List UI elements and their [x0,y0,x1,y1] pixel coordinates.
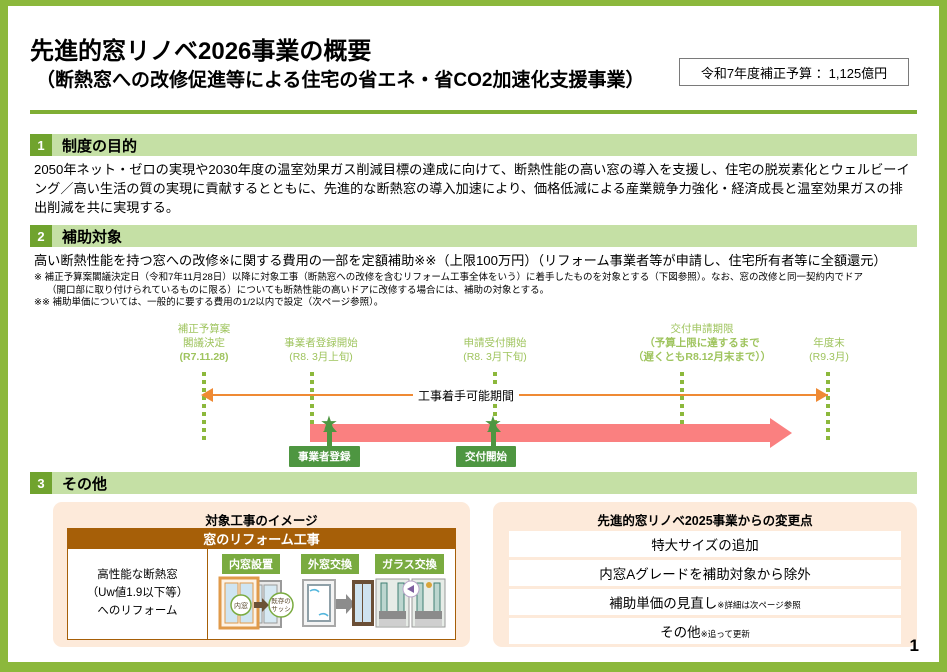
budget-text: 令和7年度補正予算 ：1,125億円 [700,65,888,81]
timeline-milestone-1-line1: (R8. 3月上旬) [289,351,353,364]
section-title-3: その他 [52,472,917,494]
timeline-milestone-4-line0: 年度末 [813,337,845,349]
section-number-2: 2 [30,225,52,247]
construction-period-line [213,394,828,396]
panel-target-works: 対象工事のイメージ 窓のリフォーム工事 高性能な断熱窓 （Uw値1.9以下等） … [53,502,470,647]
title-main: 先進的窓リノベ2026事業の概要 [30,38,372,65]
panel-left-cell-line1: （Uw値1.9以下等） [86,587,189,600]
list-item: その他 ※追って更新 [509,618,901,644]
page-number: 1 [909,636,919,655]
section-title-2: 補助対象 [52,225,917,247]
timeline-milestone-2: 申請受付開始 (R8. 3月下旬) [435,336,555,364]
list-item: 内窓Aグレードを補助対象から除外 [509,560,901,586]
change-row-0-main: 特大サイズの追加 [651,538,759,553]
section-2-note-1-line2: （開口部に取り付けられているものに限る）についても断熱性能の高いドアに改修する場… [47,284,550,296]
section-2-note-1-line1: ※ 補正予算案閣議決定日（令和7年11月28日）以降に対象工事（断熱窓への改修を… [34,272,863,283]
panel-table-header: 窓のリフォーム工事 [67,528,456,548]
changes-list: 特大サイズの追加 内窓Aグレードを補助対象から除外 補助単価の見直し ※詳細は次… [509,531,901,647]
title-divider [30,110,917,114]
construction-period-arrow-left [201,388,213,402]
tag-stem-0 [327,432,332,446]
timeline-milestone-3-line2: （遅くともR8.12月末まで）） [632,351,772,364]
list-item: 補助単価の見直し ※詳細は次ページ参照 [509,589,901,615]
list-item: 特大サイズの追加 [509,531,901,557]
section-header-3: 3 その他 [30,472,917,494]
tag-tip-1 [487,424,501,432]
section-title-1: 制度の目的 [52,134,917,156]
timeline-guide-3 [680,372,684,444]
timeline-milestone-3: 交付申請期限 （予算上限に達するまで （遅くともR8.12月末まで）） [612,322,792,365]
tag-stem-1 [491,432,496,446]
panel-table-body: 高性能な断熱窓 （Uw値1.9以下等） へのリフォーム 内窓設置 外窓交換 ガラ… [67,548,456,640]
timeline-milestone-2-line1: (R8. 3月下旬) [463,351,527,364]
section-number-1: 1 [30,134,52,156]
timeline-milestone-3-line1: （予算上限に達するまで [644,337,760,350]
svg-text:内窓: 内窓 [234,601,248,610]
document-page: 先進的窓リノベ2026事業の概要 （断熱窓への改修促進等による住宅の省エネ・省C… [8,6,939,662]
section-2-note-1: ※ 補正予算案閣議決定日（令和7年11月28日）以降に対象工事（断熱窓への改修を… [34,272,929,298]
timeline-guide-0 [202,372,206,444]
chip-glass-swap: ガラス交換 [375,554,444,574]
inner-window-illustration: 内窓 既存の サッシ [218,576,294,630]
application-period-bar [310,424,770,442]
construction-period-arrow-right [816,388,828,402]
tag-tip-0 [323,424,337,432]
section-2-body: 高い断熱性能を持つ窓への改修※に関する費用の一部を定額補助※※（上限100万円）… [34,253,887,268]
timeline-milestone-1-line0: 事業者登録開始 [284,337,358,349]
timeline-guide-1 [310,372,314,444]
panel-target-works-title: 対象工事のイメージ [205,514,318,528]
timeline-milestone-0: 補正予算案 閣議決定 (R7.11.28) [144,322,264,365]
page-title: 先進的窓リノベ2026事業の概要 （断熱窓への改修促進等による住宅の省エネ・省C… [30,38,645,91]
timeline-milestone-0-line1: 閣議決定 [183,337,225,350]
change-row-2-note: ※詳細は次ページ参照 [717,600,801,610]
section-header-1: 1 制度の目的 [30,134,917,156]
timeline-milestone-1: 事業者登録開始 (R8. 3月上旬) [256,336,386,364]
panel-left-cell-line0: 高性能な断熱窓 [97,569,178,582]
timeline-milestone-4: 年度末 (R9.3月) [784,336,874,364]
timeline-milestone-3-line0: 交付申請期限 [670,323,734,335]
timeline-tag-registration: 事業者登録 [289,446,360,467]
change-row-3-main: その他 [660,625,701,640]
svg-text:サッシ: サッシ [271,605,291,613]
timeline-milestone-0-line2: (R7.11.28) [179,351,229,364]
timeline-milestone-2-line0: 申請受付開始 [463,337,527,349]
timeline-guide-2 [493,372,497,444]
glass-replacement-illustration [375,578,446,628]
svg-text:既存の: 既存の [271,596,291,605]
change-row-2-main: 補助単価の見直し [609,596,718,611]
construction-period-caption: 工事着手可能期間 [413,387,520,404]
section-1-body: 2050年ネット・ゼロの実現や2030年度の温室効果ガス削減目標の達成に向けて、… [34,162,910,216]
panel-changes-title: 先進的窓リノベ2025事業からの変更点 [597,514,813,528]
timeline-milestone-4-line1: (R9.3月) [809,351,849,364]
timeline-tag-grant-start: 交付開始 [456,446,516,467]
budget-box: 令和7年度補正予算 ：1,125億円 [679,58,909,86]
change-row-3-note: ※追って更新 [700,629,750,639]
timeline-milestone-0-line0: 補正予算案 [177,323,231,335]
change-row-1-main: 内窓Aグレードを補助対象から除外 [599,567,811,582]
section-number-3: 3 [30,472,52,494]
outer-window-illustration [302,579,374,627]
application-period-arrowhead [770,418,792,448]
title-subtitle: （断熱窓への改修促進等による住宅の省エネ・省CO2加速化支援事業） [36,69,645,91]
panel-left-cell-line2: へのリフォーム [97,604,178,617]
timeline: 補正予算案 閣議決定 (R7.11.28) 事業者登録開始 (R8. 3月上旬)… [8,316,939,467]
chip-outer-window: 外窓交換 [301,554,359,574]
panel-changes: 先進的窓リノベ2025事業からの変更点 特大サイズの追加 内窓Aグレードを補助対… [493,502,917,647]
panel-right-cell: 内窓設置 外窓交換 ガラス交換 内窓 既存の サッシ [208,549,455,639]
section-2-note-2: ※※ 補助単価については、一般的に要する費用の1/2以内で設定（次ページ参照）。 [34,297,384,308]
section-header-2: 2 補助対象 [30,225,917,247]
panel-left-cell: 高性能な断熱窓 （Uw値1.9以下等） へのリフォーム [68,549,208,639]
chip-inner-window: 内窓設置 [222,554,280,574]
timeline-guide-4 [826,372,830,444]
